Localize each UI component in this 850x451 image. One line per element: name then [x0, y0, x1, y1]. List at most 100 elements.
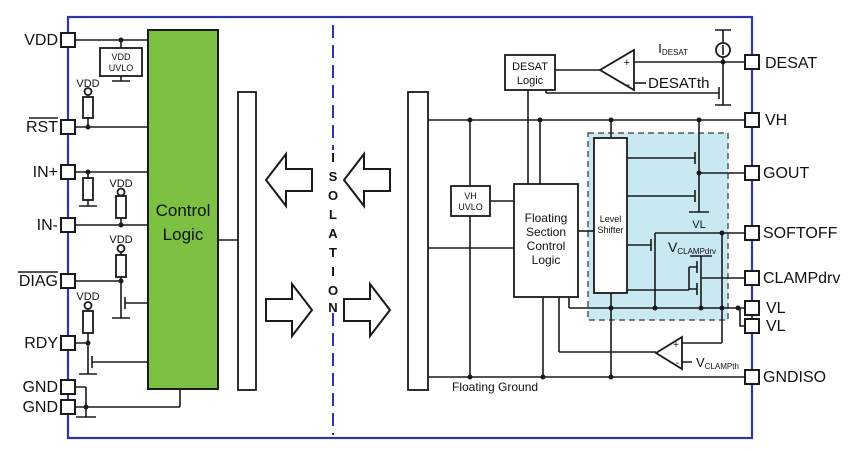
- pin-label-vl-2: VL: [766, 318, 786, 335]
- level-shifter-label: Shifter: [597, 225, 623, 235]
- vclamp-comparator: + -: [654, 335, 683, 371]
- diag-pullup-resistor: [115, 254, 127, 278]
- vdd-terminal: [83, 87, 93, 96]
- iso-letter: S: [329, 169, 338, 184]
- pin-label-diag: DIAG: [19, 273, 58, 290]
- wires-right-section: [428, 29, 745, 378]
- pin-gnd-1: [60, 379, 76, 395]
- iso-letter: O: [328, 188, 338, 203]
- pin-label-gndiso: GNDISO: [763, 369, 826, 386]
- vdd-pullup-label: VDD: [109, 178, 132, 190]
- vdd-pullup-label: VDD: [76, 291, 99, 303]
- floating-ground-label: Floating Ground: [452, 380, 538, 394]
- iso-letter: I: [331, 264, 335, 279]
- pin-label-clampdrv: CLAMPdrv: [763, 270, 840, 287]
- vclampth-main: V: [696, 355, 705, 370]
- vh-uvlo-block: [450, 185, 491, 217]
- pin-diag: [60, 273, 76, 289]
- resistors: [82, 87, 127, 334]
- level-shifter-label: Level: [600, 214, 622, 224]
- arrow-right-lower-2: [343, 281, 392, 339]
- pin-in-minus: [60, 217, 76, 233]
- pin-clampdrv: [744, 270, 760, 286]
- iso-letter: N: [328, 300, 337, 315]
- plus-sign: +: [673, 340, 679, 351]
- iso-letter: O: [328, 283, 338, 298]
- pins-right: [744, 54, 760, 385]
- pin-vl-1: [744, 300, 760, 316]
- vdd-terminal: [83, 301, 93, 310]
- pin-vl-2: [744, 318, 760, 334]
- floating-section-control-logic-block: [513, 183, 579, 298]
- arrow-right-lower-1: [265, 281, 314, 339]
- vl-internal-label: VL: [692, 219, 705, 231]
- inp-pulldown-resistor: [82, 177, 94, 201]
- pin-desat: [744, 54, 760, 70]
- isolation-label: I S O L A T I O N: [328, 150, 338, 315]
- inn-pullup-resistor: [115, 195, 127, 219]
- floating-section-label: Section: [526, 225, 566, 239]
- vh-uvlo-label: VH: [464, 191, 477, 201]
- vclampth-label: VCLAMPth: [696, 355, 739, 371]
- arrow-left-upper-2: [342, 151, 391, 209]
- plus-sign: +: [624, 57, 630, 69]
- rdy-pullup-resistor: [82, 310, 94, 334]
- pin-label-gnd-2: GND: [22, 399, 58, 416]
- iso-letter: T: [329, 245, 337, 260]
- level-shifter-block: [593, 137, 628, 294]
- pin-label-vl-1: VL: [766, 300, 786, 317]
- pin-label-rst: RST: [26, 119, 58, 136]
- control-logic-label: Control: [156, 201, 211, 220]
- pin-label-softoff: SOFTOFF: [763, 225, 838, 242]
- vh-uvlo-label: UVLO: [458, 202, 483, 212]
- control-logic-label: Logic: [163, 225, 204, 244]
- minus-sign: -: [626, 79, 630, 91]
- pin-rst: [60, 119, 76, 135]
- vdd-terminal: [116, 244, 126, 253]
- vclampdrv-sub: CLAMPdrv: [677, 247, 716, 256]
- vdd-pullup-label: VDD: [109, 234, 132, 246]
- floating-section-label: Control: [527, 239, 566, 253]
- floating-section-label: Logic: [532, 253, 561, 267]
- arrow-left-upper-1: [264, 151, 313, 209]
- pin-rdy: [60, 335, 76, 351]
- iso-letter: I: [331, 150, 335, 165]
- rst-pullup-resistor: [82, 96, 94, 119]
- vdd-pullup-label: VDD: [76, 78, 99, 90]
- pin-vdd: [60, 32, 76, 48]
- pin-vh: [744, 112, 760, 128]
- vclampdrv-label: VCLAMPdrv: [668, 239, 716, 256]
- pin-gndiso: [744, 369, 760, 385]
- pin-in-plus: [60, 164, 76, 180]
- idesat-sub: DESAT: [662, 48, 688, 57]
- iso-letter: A: [328, 226, 338, 241]
- floating-section-label: Floating: [525, 211, 568, 225]
- vdd-uvlo-block: [99, 47, 143, 77]
- pin-label-vh: VH: [765, 112, 787, 129]
- pin-label-in-plus: IN+: [33, 164, 58, 181]
- idesat-label: IDESAT: [658, 41, 688, 57]
- pin-labels-right: DESAT VH GOUT SOFTOFF CLAMPdrv VL VL GND…: [763, 55, 840, 386]
- pin-label-rdy: RDY: [24, 335, 58, 352]
- pin-softoff: [744, 225, 760, 241]
- vdd-uvlo-label: UVLO: [109, 63, 134, 73]
- vdd-uvlo-label: VDD: [111, 52, 131, 62]
- junction-dots: [83, 37, 741, 410]
- pin-labels-left: VDD RST IN+ IN- DIAG RDY GND GND: [18, 32, 58, 416]
- vclampth-sub: CLAMPth: [705, 362, 739, 371]
- idesat-main: I: [658, 41, 662, 56]
- desat-comparator: + -: [598, 48, 635, 92]
- pin-label-desat: DESAT: [765, 55, 817, 72]
- pin-gnd-2: [60, 399, 76, 415]
- pin-label-gnd-1: GND: [22, 379, 58, 396]
- minus-sign: -: [676, 358, 679, 369]
- vdd-terminal: [116, 187, 126, 197]
- pin-gout: [744, 165, 760, 181]
- desat-logic-block: [504, 54, 556, 91]
- vclampdrv-main: V: [668, 239, 678, 255]
- control-logic-block: [147, 29, 219, 390]
- pin-label-gout: GOUT: [763, 165, 809, 182]
- isolation-coupler-left: [237, 91, 257, 391]
- pins-left: [60, 32, 76, 415]
